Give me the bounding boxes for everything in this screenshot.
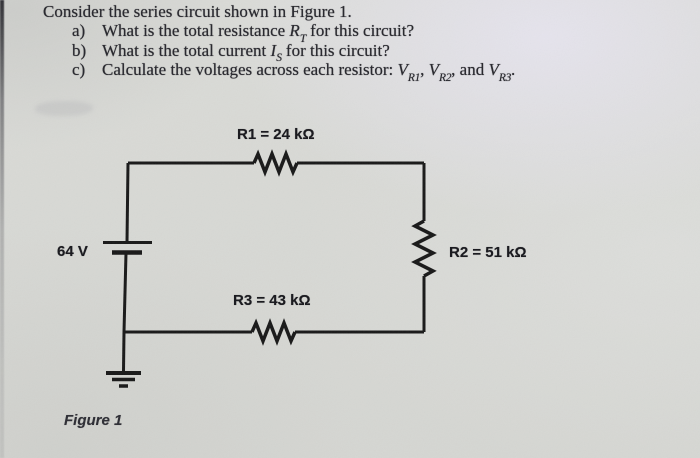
voltage-source-label: 64 V [57, 243, 88, 260]
r2-value-label: R2 = 51 kΩ [449, 244, 527, 261]
resistor-r1-symbol [252, 149, 299, 177]
photo-edge-shadow [0, 0, 4, 458]
figure-caption: Figure 1 [64, 412, 123, 429]
wire-left-lower [122, 252, 128, 333]
resistor-r2-symbol [411, 219, 437, 278]
wire-left-upper [125, 162, 130, 243]
resistor-r3-symbol [250, 318, 297, 346]
ground-symbol [106, 371, 141, 388]
r3-value-label: R3 = 43 kΩ [233, 292, 311, 309]
battery-symbol [103, 241, 152, 255]
r1-value-label: R1 = 24 kΩ [237, 126, 315, 143]
wire-ground-stem [122, 331, 126, 372]
